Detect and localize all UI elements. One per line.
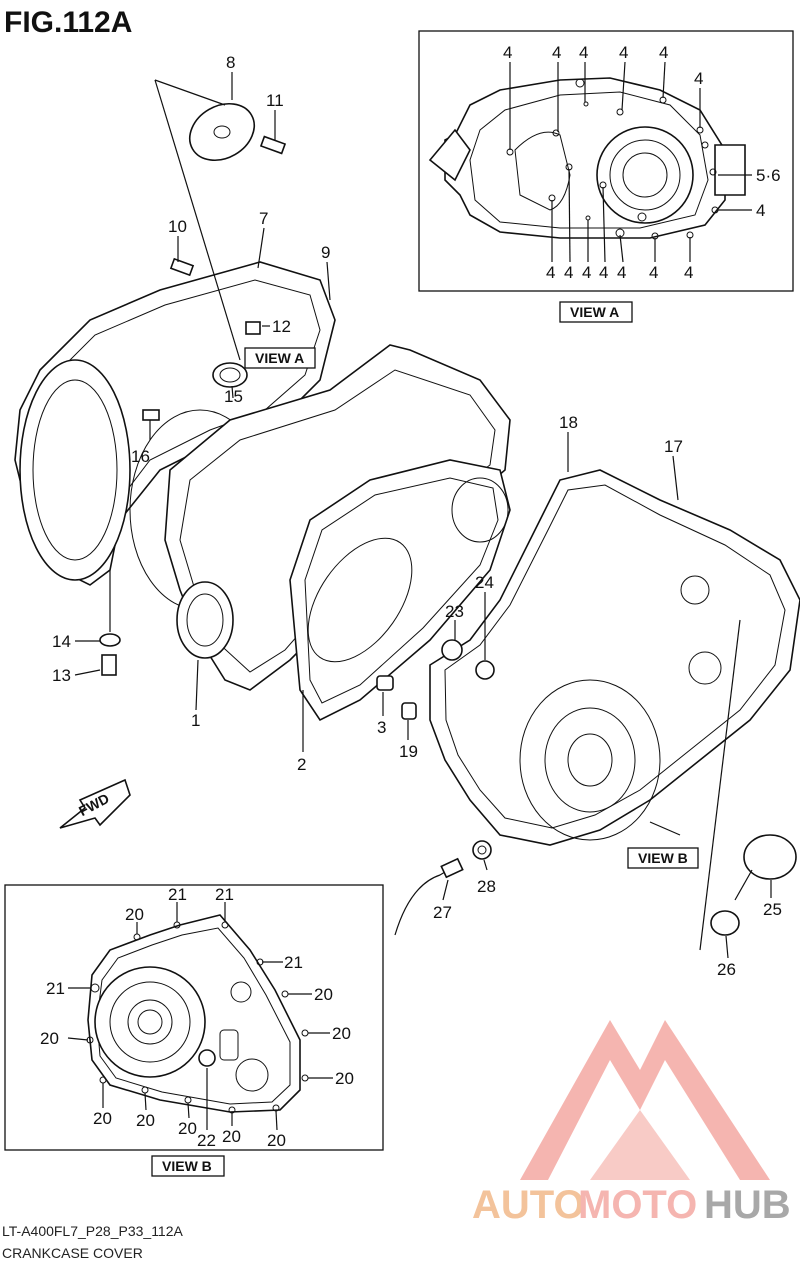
- callout-4: 4: [649, 263, 658, 282]
- brand-auto: AUTO: [472, 1183, 585, 1227]
- callout-12: 12: [272, 317, 291, 336]
- callout-24: 24: [475, 573, 494, 592]
- callout-19: 19: [399, 742, 418, 761]
- brand-hub: HUB: [704, 1183, 791, 1227]
- callout-4: 4: [503, 43, 512, 62]
- callout-4: 4: [659, 43, 668, 62]
- callout-4: 4: [599, 263, 608, 282]
- view-a-ref-label: VIEW A: [255, 350, 304, 366]
- callout-16: 16: [131, 447, 150, 466]
- automotohub-logo: AUTO MOTO HUB: [472, 1020, 791, 1227]
- figure-code: LT-A400FL7_P28_P33_112A: [2, 1223, 184, 1239]
- callout-20: 20: [314, 985, 333, 1004]
- callout-13: 13: [52, 666, 71, 685]
- callout-4: 4: [617, 263, 626, 282]
- callout-20: 20: [335, 1069, 354, 1088]
- view-a-label: VIEW A: [570, 304, 619, 320]
- callout-4: 4: [756, 201, 765, 220]
- callout-10: 10: [168, 217, 187, 236]
- callout-20: 20: [93, 1109, 112, 1128]
- callout-20: 20: [40, 1029, 59, 1048]
- callout-21: 21: [215, 885, 234, 904]
- callout-1: 1: [191, 711, 200, 730]
- view-b-inset: 21 21 20 21 21 20 20 20 20 20 20 20 20 2…: [4, 884, 384, 1177]
- callout-20: 20: [222, 1127, 241, 1146]
- callout-4: 4: [684, 263, 693, 282]
- callout-15: 15: [224, 387, 243, 406]
- callout-20: 20: [267, 1131, 286, 1150]
- callout-9: 9: [321, 243, 330, 262]
- callout-4: 4: [694, 69, 703, 88]
- callout-25: 25: [763, 900, 782, 919]
- callout-2: 2: [297, 755, 306, 774]
- fwd-arrow: FWD: [59, 778, 131, 829]
- callout-21: 21: [168, 885, 187, 904]
- callout-3: 3: [377, 718, 386, 737]
- callout-8: 8: [226, 53, 235, 72]
- view-b-label: VIEW B: [162, 1158, 212, 1174]
- callout-21: 21: [46, 979, 65, 998]
- callout-20: 20: [332, 1024, 351, 1043]
- callout-4: 4: [579, 43, 588, 62]
- view-a-inset: 4 4 4 4 4 4 5·6 4 4 4 4 4 4 4 4 VIEW A: [418, 30, 794, 323]
- callout-18: 18: [559, 413, 578, 432]
- callout-4: 4: [619, 43, 628, 62]
- callout-7: 7: [259, 209, 268, 228]
- callout-22: 22: [197, 1131, 216, 1150]
- callout-20: 20: [178, 1119, 197, 1138]
- callout-23: 23: [445, 602, 464, 621]
- figure-caption: CRANKCASE COVER: [2, 1245, 143, 1261]
- brand-moto: MOTO: [578, 1183, 697, 1227]
- callout-26: 26: [717, 960, 736, 979]
- callout-28: 28: [477, 877, 496, 896]
- callout-4: 4: [582, 263, 591, 282]
- callout-21: 21: [284, 953, 303, 972]
- callout-17: 17: [664, 437, 683, 456]
- callout-14: 14: [52, 632, 71, 651]
- figure-title: FIG.112A: [4, 6, 132, 39]
- exploded-assembly: FWD: [14, 53, 800, 979]
- callout-20: 20: [125, 905, 144, 924]
- callout-27: 27: [433, 903, 452, 922]
- callout-4: 4: [546, 263, 555, 282]
- callout-20: 20: [136, 1111, 155, 1130]
- callout-11: 11: [266, 91, 284, 110]
- view-b-ref-label: VIEW B: [638, 850, 688, 866]
- callout-5-6: 5·6: [756, 166, 781, 185]
- callout-4: 4: [552, 43, 561, 62]
- callout-4: 4: [564, 263, 573, 282]
